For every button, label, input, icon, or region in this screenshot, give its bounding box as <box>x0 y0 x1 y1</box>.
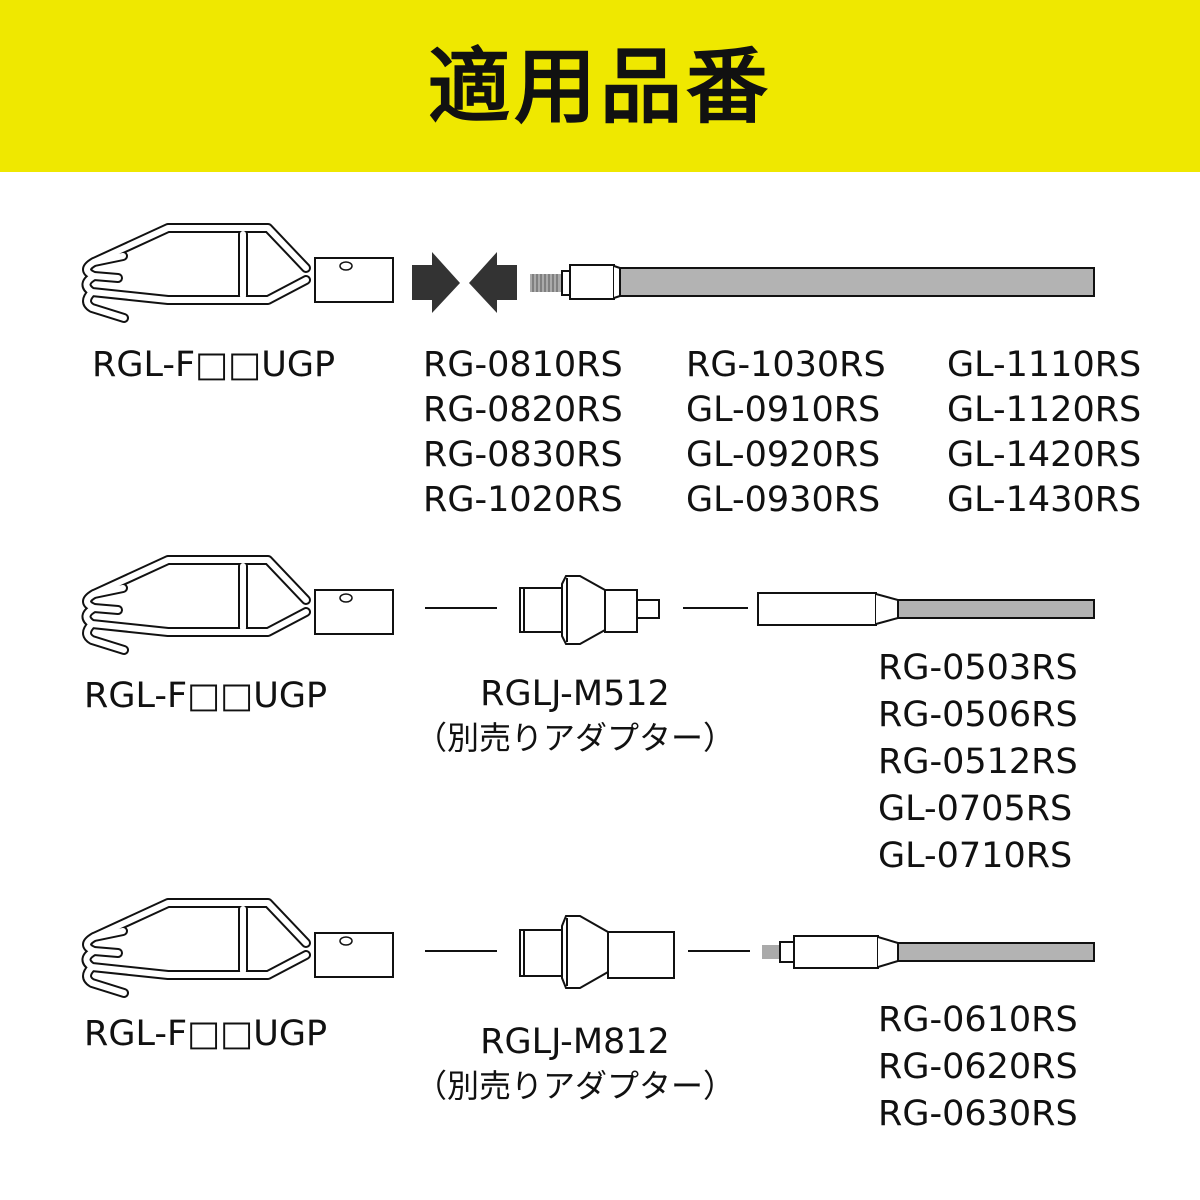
cable-threaded-3 <box>762 935 1095 969</box>
model-item: RG-1020RS <box>423 480 623 520</box>
adapter-m812 <box>519 915 675 989</box>
adapter-model-2: RGLJ-M512 <box>480 674 670 714</box>
clip-drawing-2 <box>86 560 393 650</box>
clip-label-2: RGL-F□□UGP <box>84 676 328 716</box>
model-item: GL-0930RS <box>686 480 881 520</box>
model-item: GL-0910RS <box>686 390 881 430</box>
model-item: RG-0512RS <box>878 742 1078 782</box>
model-item: RG-0810RS <box>423 345 623 385</box>
model-item: RG-0620RS <box>878 1047 1078 1087</box>
model-item: RG-0506RS <box>878 695 1078 735</box>
model-item: RG-1030RS <box>686 345 886 385</box>
model-list-1a: RG-0810RS RG-0820RS RG-0830RS RG-1020RS <box>423 343 623 523</box>
model-item: RG-0630RS <box>878 1094 1078 1134</box>
adapter-note-2: （別売りアダプター） <box>414 719 735 757</box>
cable-2 <box>757 592 1095 626</box>
model-item: RG-0820RS <box>423 390 623 430</box>
adapter-model-3: RGLJ-M812 <box>480 1022 670 1062</box>
model-item: GL-0705RS <box>878 789 1073 829</box>
arrow-right-icon <box>412 252 460 313</box>
page-title: 適用品番 <box>427 40 772 135</box>
model-list-2: RG-0503RS RG-0506RS RG-0512RS GL-0705RS … <box>878 645 1078 880</box>
model-item: RG-0610RS <box>878 1000 1078 1040</box>
adapter-note-3: （別売りアダプター） <box>414 1067 735 1105</box>
model-item: RG-0830RS <box>423 435 623 475</box>
model-list-1c: GL-1110RS GL-1120RS GL-1420RS GL-1430RS <box>947 343 1141 523</box>
model-item: GL-1110RS <box>947 345 1142 385</box>
clip-drawing-1 <box>86 228 393 318</box>
model-item: GL-1420RS <box>947 435 1142 475</box>
model-list-1b: RG-1030RS GL-0910RS GL-0920RS GL-0930RS <box>686 343 886 523</box>
clip-label-3: RGL-F□□UGP <box>84 1014 328 1054</box>
clip-drawing-3 <box>86 903 393 993</box>
model-item: RG-0503RS <box>878 648 1078 688</box>
header-banner: 適用品番 <box>0 0 1200 172</box>
adapter-m512 <box>519 575 660 645</box>
model-item: GL-0920RS <box>686 435 881 475</box>
model-item: GL-0710RS <box>878 836 1073 876</box>
clip-label-1: RGL-F□□UGP <box>92 345 336 385</box>
arrow-left-icon <box>469 252 517 313</box>
cable-threaded-1 <box>530 264 1095 300</box>
model-item: GL-1120RS <box>947 390 1142 430</box>
model-item: GL-1430RS <box>947 480 1142 520</box>
model-list-3: RG-0610RS RG-0620RS RG-0630RS <box>878 997 1078 1138</box>
